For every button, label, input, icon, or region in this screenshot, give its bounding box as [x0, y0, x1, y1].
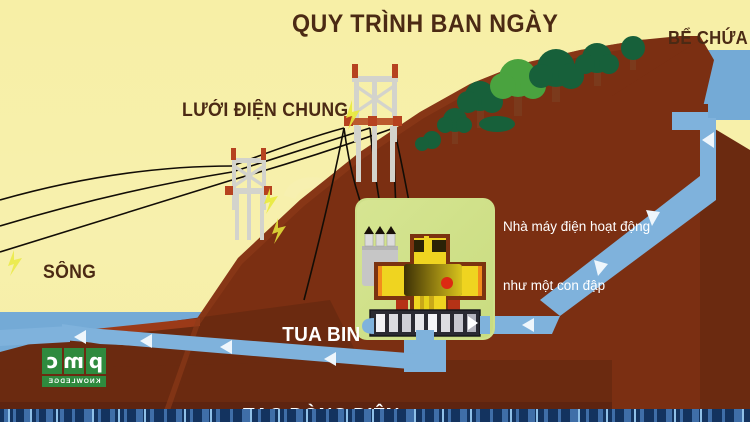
tree-4: [575, 43, 619, 86]
flow-arrow-penstock-1: [646, 210, 660, 226]
label-turbine-line1: TUA BIN: [282, 324, 361, 346]
flow-arrow-river: [74, 330, 86, 344]
flow-arrow-tailrace-2: [220, 340, 232, 354]
tree-6: [621, 36, 645, 70]
logo-letter-m: m: [63, 348, 84, 374]
label-power-grid: LƯỚI ĐIỆN CHUNG: [182, 100, 349, 121]
label-powerplant: Nhà máy điện hoạt động như một con đập: [503, 178, 650, 335]
transformer-bushings: [364, 226, 396, 247]
flow-arrow-tailrace-3: [140, 334, 152, 348]
label-turbine: TUA BIN TẠO DÒNG ĐIỆN: [243, 268, 400, 422]
logo-letter-c: c: [42, 348, 62, 374]
generator-unit: [374, 234, 486, 326]
tree-2: [490, 59, 546, 116]
flow-arrow-intake: [702, 132, 714, 148]
bottom-filmstrip: [0, 409, 750, 422]
label-powerplant-line1: Nhà máy điện hoạt động: [503, 219, 651, 235]
flow-arrow-penstock-2: [594, 260, 608, 276]
logo-tagline: KNOWLEDGE: [42, 376, 106, 387]
penstock-pipe: [540, 118, 716, 316]
label-reservoir: BỂ CHỨA: [668, 28, 749, 48]
tree-5: [437, 108, 472, 144]
filmstrip-ticks: [4, 409, 744, 422]
label-river: SÔNG: [43, 262, 97, 283]
shrub-1: [415, 131, 441, 151]
ground-band: [0, 360, 750, 410]
label-powerplant-line2: như một con đập: [503, 277, 606, 293]
page-title: QUY TRÌNH BAN NGÀY: [292, 10, 559, 38]
shrub-2: [479, 116, 515, 132]
flow-arrow-tailrace-1: [324, 352, 336, 366]
pylon-small: [225, 148, 272, 240]
generator-indicator: [441, 277, 453, 289]
logo-letter-p: p: [86, 348, 106, 374]
pylon-large: [344, 64, 402, 182]
flow-arrow-inlet: [522, 318, 534, 332]
pmc-knowledge-logo: p m c KNOWLEDGE: [40, 348, 106, 392]
